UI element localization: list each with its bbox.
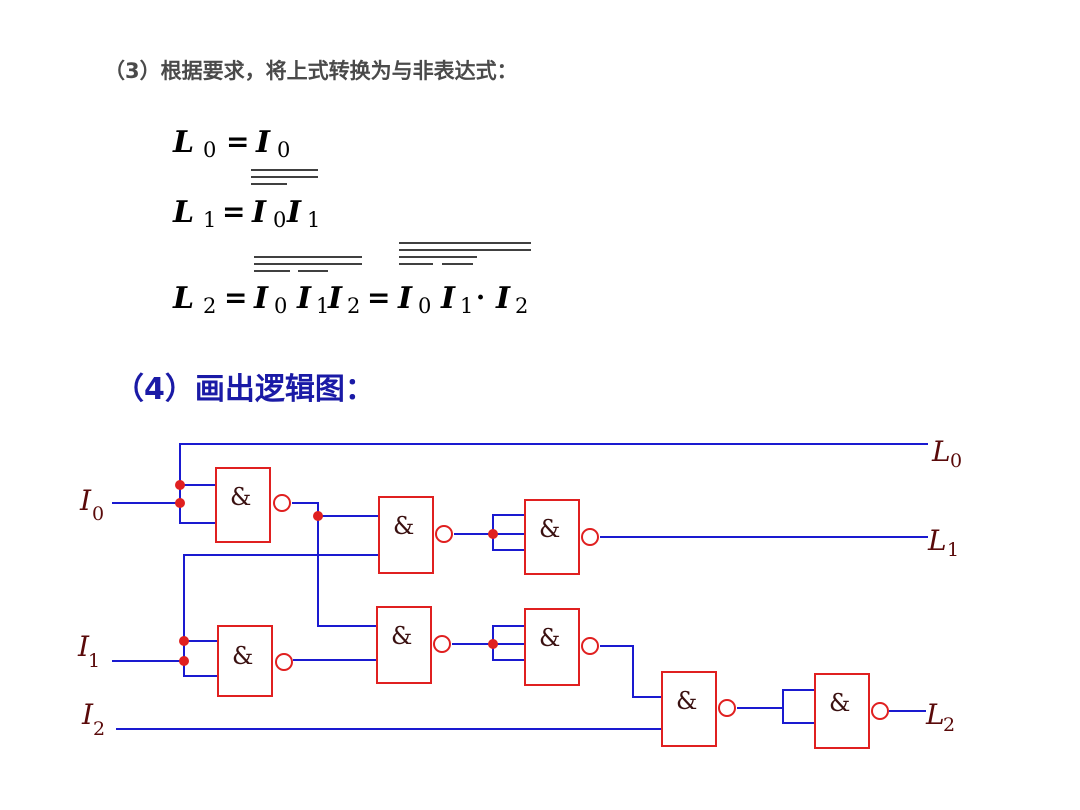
nand-gate-3: & bbox=[524, 499, 599, 575]
equation-l2: L 2 = I 0 I 1 I 2 = I 0 I 1 · I 2 bbox=[172, 242, 531, 318]
output-label-l0: L bbox=[931, 435, 951, 468]
nand-gate-7-bubble bbox=[718, 699, 736, 717]
wire-g6-to-g7 bbox=[600, 645, 662, 698]
nand-gate-1: & bbox=[215, 467, 291, 543]
eq-l1-equals: = bbox=[222, 195, 245, 228]
junction-node bbox=[179, 656, 189, 666]
eq-l2-equals-1: = bbox=[224, 281, 247, 314]
eq-l2-b-i1-sub: 1 bbox=[460, 294, 473, 318]
wire-g1-to-g4 bbox=[292, 502, 377, 627]
equation-l1: L 1 = I 0 I 1 bbox=[172, 169, 320, 232]
junction-node bbox=[488, 529, 498, 539]
eq-l2-a-i2-sub: 2 bbox=[347, 294, 360, 318]
eq-l2-equals-2: = bbox=[367, 281, 390, 314]
nand-gate-6-bubble bbox=[581, 637, 599, 655]
output-label-l1-sub: 1 bbox=[947, 539, 959, 561]
junction-node bbox=[313, 511, 323, 521]
nand-gate-5-symbol: & bbox=[232, 642, 253, 670]
nand-gate-1-bubble bbox=[273, 494, 291, 512]
eq-l2-a-i2: I bbox=[327, 281, 343, 316]
eq-l1-i1-sub: 1 bbox=[307, 208, 320, 232]
input-label-i0-sub: 0 bbox=[92, 503, 104, 525]
input-label-i2: I bbox=[81, 698, 94, 731]
nand-gate-6-symbol: & bbox=[539, 624, 560, 652]
eq-l2-lhs-sub: 2 bbox=[203, 294, 216, 318]
eq-l2-a-i0: I bbox=[253, 281, 269, 316]
junction-nodes bbox=[175, 480, 498, 666]
junction-node bbox=[488, 639, 498, 649]
eq-l1-i0: I bbox=[251, 195, 267, 230]
eq-l0-rhs-sub: 0 bbox=[277, 138, 290, 162]
nand-gate-6-body bbox=[524, 608, 580, 686]
eq-l1-lhs-sub: 1 bbox=[203, 208, 216, 232]
output-label-l1: L bbox=[927, 524, 947, 557]
input-label-i2-sub: 2 bbox=[93, 718, 105, 740]
nand-gate-4-symbol: & bbox=[391, 622, 412, 650]
wire-i0-to-g1-b bbox=[179, 485, 216, 524]
nand-gate-2-body bbox=[378, 496, 434, 574]
nand-gate-5-bubble bbox=[275, 653, 293, 671]
junction-node bbox=[175, 480, 185, 490]
wire-i1-to-g2 bbox=[183, 554, 379, 641]
eq-l2-a-i1: I bbox=[296, 281, 312, 316]
wires bbox=[112, 443, 928, 730]
nand-gate-1-symbol: & bbox=[230, 483, 251, 511]
nand-gate-2: & bbox=[378, 496, 453, 574]
eq-l2-dot: · bbox=[476, 283, 485, 313]
eq-l2-b-i1: I bbox=[440, 281, 456, 316]
input-label-i1: I bbox=[77, 630, 90, 663]
nand-gate-3-symbol: & bbox=[539, 515, 560, 543]
nand-gate-7-body bbox=[661, 671, 717, 747]
eq-l1-i0-sub: 0 bbox=[273, 208, 286, 232]
nand-gate-5: & bbox=[217, 625, 293, 697]
nand-gate-6: & bbox=[524, 608, 599, 686]
eq-l0-lhs-sub: 0 bbox=[203, 138, 216, 162]
nand-gate-4-body bbox=[376, 606, 432, 684]
output-label-l2: L bbox=[925, 698, 945, 731]
eq-l2-b-i2-sub: 2 bbox=[515, 294, 528, 318]
signal-labels: I 0 I 1 I 2 L 0 L 1 L 2 bbox=[77, 435, 962, 740]
step3-heading: （3）根据要求，将上式转换为与非表达式： bbox=[104, 59, 518, 83]
eq-l0-lhs: L bbox=[172, 125, 194, 160]
eq-l0-equals: = bbox=[226, 125, 249, 158]
output-label-l2-sub: 2 bbox=[943, 714, 955, 736]
nand-gate-8: & bbox=[814, 673, 889, 749]
eq-l1-lhs: L bbox=[172, 195, 194, 230]
input-label-i0: I bbox=[79, 484, 92, 517]
wire-g8-input-pair bbox=[782, 689, 815, 724]
eq-l2-b-i2: I bbox=[495, 281, 511, 316]
step4-heading: （4）画出逻辑图： bbox=[114, 372, 375, 407]
wire-i1-to-g5-b bbox=[183, 641, 218, 677]
eq-l2-lhs: L bbox=[172, 281, 194, 316]
eq-l2-b-i0: I bbox=[397, 281, 413, 316]
nand-gate-7: & bbox=[661, 671, 736, 747]
nand-gate-1-body bbox=[215, 467, 271, 543]
nand-gate-8-symbol: & bbox=[829, 689, 850, 717]
wire-l0 bbox=[179, 443, 928, 503]
nand-gate-3-bubble bbox=[581, 528, 599, 546]
output-label-l0-sub: 0 bbox=[950, 450, 962, 472]
nand-gate-2-symbol: & bbox=[393, 512, 414, 540]
nand-gate-5-body bbox=[217, 625, 273, 697]
nand-gate-4-bubble bbox=[433, 635, 451, 653]
nand-gate-7-symbol: & bbox=[676, 687, 697, 715]
nand-gate-8-bubble bbox=[871, 702, 889, 720]
wire-g3-input-pair bbox=[492, 514, 525, 551]
eq-l2-b-i0-sub: 0 bbox=[418, 294, 431, 318]
nand-gate-2-bubble bbox=[435, 525, 453, 543]
junction-node bbox=[179, 636, 189, 646]
eq-l2-a-i1-sub: 1 bbox=[316, 294, 329, 318]
equation-l0: L 0 = I 0 bbox=[172, 125, 290, 162]
nand-gate-4: & bbox=[376, 606, 451, 684]
nand-gate-3-body bbox=[524, 499, 580, 575]
eq-l1-i1: I bbox=[286, 195, 302, 230]
junction-node bbox=[175, 498, 185, 508]
input-label-i1-sub: 1 bbox=[88, 650, 100, 672]
eq-l2-a-i0-sub: 0 bbox=[274, 294, 287, 318]
eq-l0-rhs: I bbox=[255, 125, 271, 160]
nand-gate-8-body bbox=[814, 673, 870, 749]
